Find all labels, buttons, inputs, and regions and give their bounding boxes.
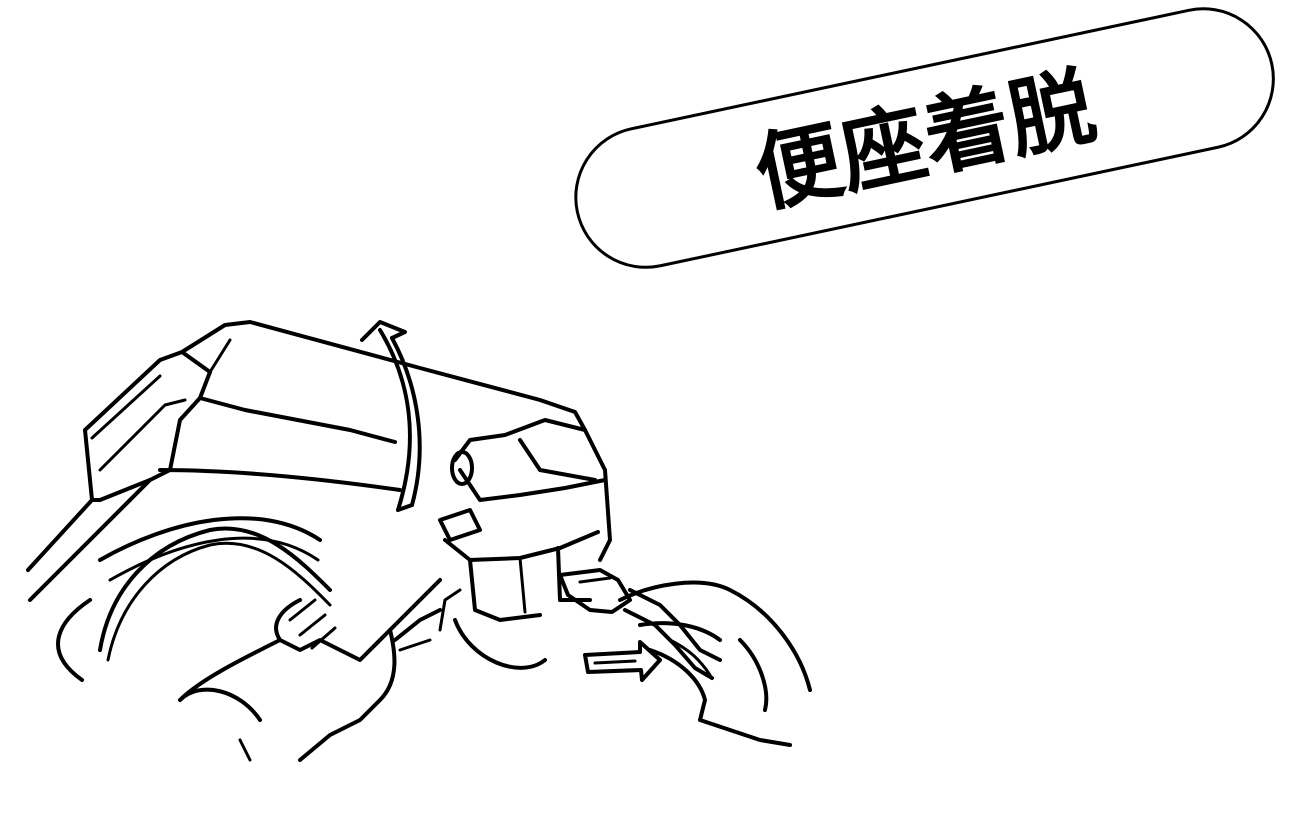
title-label-outline — [574, 7, 1275, 269]
curved-arrow-icon — [360, 320, 422, 512]
power-plug — [558, 568, 722, 680]
power-cable — [98, 526, 332, 662]
title-label: 便座着脱 — [574, 7, 1275, 269]
pull-arrow-icon — [583, 640, 662, 682]
toilet-seat-body — [26, 320, 612, 762]
right-hand — [618, 580, 812, 747]
left-hand — [178, 578, 442, 762]
